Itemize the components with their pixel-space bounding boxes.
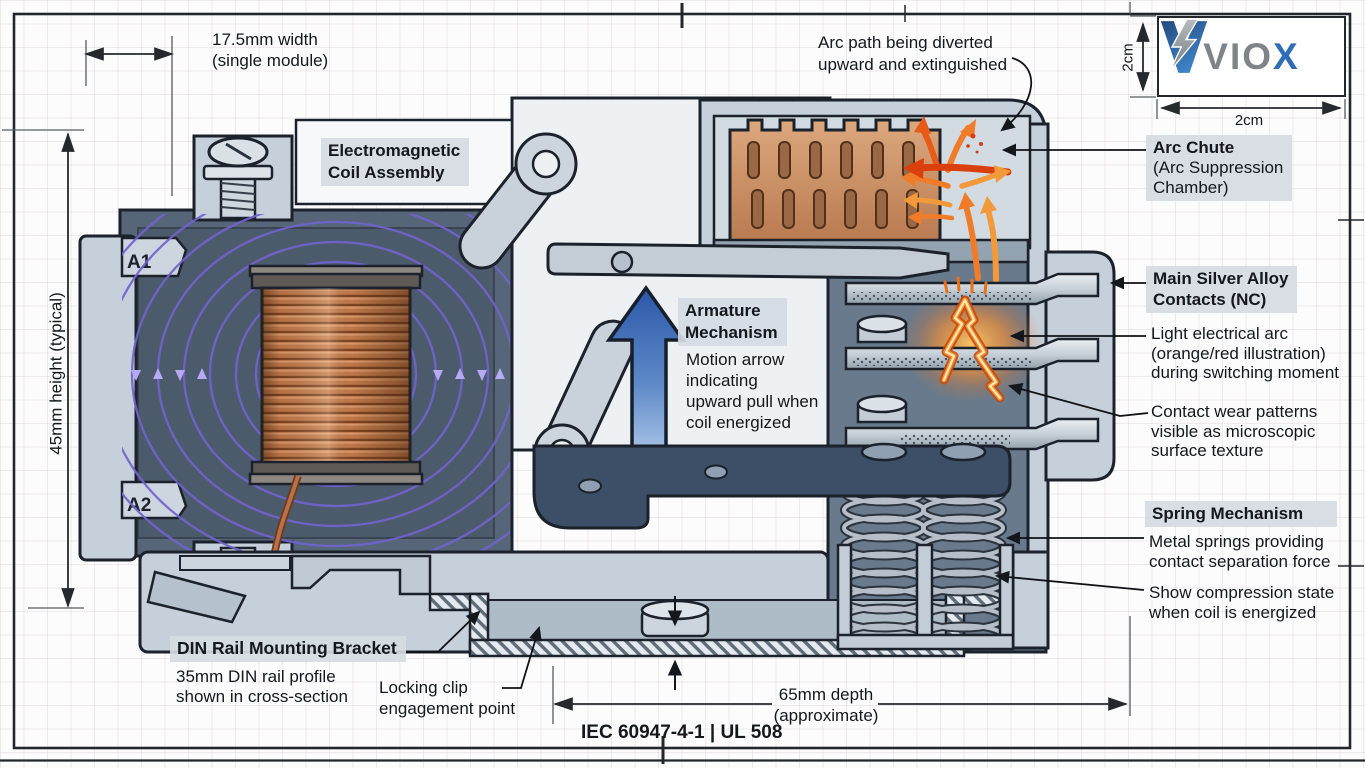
electrical-arc [939, 276, 1005, 403]
standards-note: IEC 60947-4-1 | UL 508 [581, 722, 783, 743]
arc-path-label: Arc path being diverted upward and extin… [818, 33, 1008, 74]
terminal-screw-top [192, 134, 294, 222]
terminal-a2-label: A2 [127, 495, 151, 516]
light-arc-label: Light electrical arc (orange/red illustr… [1151, 324, 1340, 382]
contact-bar [844, 314, 1100, 371]
logo-width-dim-label: 2cm [1234, 112, 1264, 129]
viox-logo-box: VIOX [1157, 16, 1346, 97]
coil-assembly-label: Electromagnetic Coil Assembly [321, 138, 470, 186]
terminal-tab-a1 [120, 236, 188, 278]
contactor-cross-section: A1 A2 [78, 96, 1116, 690]
depth-dimension-label: 65mm depth (approximate) [773, 685, 879, 725]
armature-arm [546, 242, 950, 280]
arc-chute-label: Arc Chute (Arc Suppression Chamber) [1146, 135, 1293, 201]
dimension-lines [2, 2, 1346, 724]
logo-height-dim-label: 2cm [1119, 43, 1137, 72]
wear-label: Contact wear patterns visible as microsc… [1151, 402, 1318, 460]
din-title-label: DIN Rail Mounting Bracket [170, 636, 406, 662]
locking-clip-label: Locking clip engagement point [379, 678, 516, 718]
compression-label: Show compression state when coil is ener… [1149, 583, 1335, 622]
sheet-frame [0, 3, 1365, 764]
contact-carrier [532, 442, 1012, 530]
leader-clip [502, 625, 542, 689]
height-dimension-label: 45mm height (typical) [46, 292, 66, 455]
din-rail-cross-section [428, 592, 1006, 690]
arc-path-arrows [901, 116, 1012, 283]
field-direction-arrows [131, 368, 505, 381]
leader-wear [1007, 382, 1149, 417]
left-wall: A1 A2 [78, 234, 188, 562]
electromagnetic-coil [248, 264, 424, 557]
terminal-a1-label: A1 [127, 252, 152, 273]
din-desc-label: 35mm DIN rail profile shown in cross-sec… [176, 667, 348, 706]
armature-title-label: Armature Mechanism [678, 298, 787, 346]
viox-logo-icon [1160, 18, 1208, 73]
contact-bar [844, 394, 1100, 451]
spring-desc-label: Metal springs providing contact separati… [1149, 532, 1331, 571]
armature-desc-label: Motion arrow indicating upward pull when… [686, 350, 819, 432]
leader-din [402, 610, 481, 653]
contacts-label: Main Silver Alloy Contacts (NC) [1146, 266, 1298, 313]
spring-cups [836, 543, 1015, 651]
arc-glow [900, 286, 1044, 402]
leader-compression [994, 570, 1145, 591]
locking-clip [146, 570, 247, 624]
leader-lines [402, 57, 1149, 689]
mounting-bracket [146, 554, 432, 624]
leader-arc-path [1000, 57, 1033, 132]
spring-title-label: Spring Mechanism [1145, 501, 1337, 527]
width-dimension-label: 17.5mm width (single module) [212, 30, 329, 70]
viox-logo-text: VIOX [1203, 36, 1300, 77]
